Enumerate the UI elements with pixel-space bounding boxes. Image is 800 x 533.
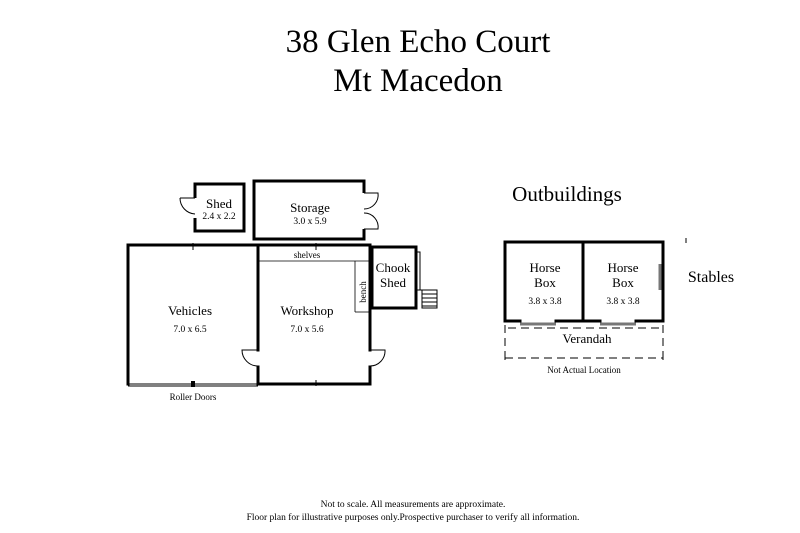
disclaimer-line1: Not to scale. All measurements are appro…	[321, 500, 506, 510]
chook-shed-label-line2: Shed	[380, 275, 407, 290]
horse-box-1-label-line1: Horse	[529, 260, 560, 275]
workshop-label: Workshop	[280, 303, 333, 318]
storage-label: Storage	[290, 200, 330, 215]
roller-doors-label: Roller Doors	[170, 392, 217, 402]
vehicles-dimensions: 7.0 x 6.5	[173, 325, 207, 335]
disclaimer-line2: Floor plan for illustrative purposes onl…	[247, 512, 580, 523]
vehicles-workshop-building: Vehicles 7.0 x 6.5 Workshop 7.0 x 5.6 sh…	[126, 243, 386, 402]
not-actual-location-label: Not Actual Location	[547, 365, 621, 375]
horse-box-2-label-line1: Horse	[607, 260, 638, 275]
shelves-label: shelves	[294, 250, 321, 260]
stables-label: Stables	[688, 269, 734, 286]
horse-box-1-dimensions: 3.8 x 3.8	[528, 297, 562, 307]
chook-shed-label-line1: Chook	[376, 260, 411, 275]
bench-label: bench	[358, 281, 368, 303]
vehicles-label: Vehicles	[168, 303, 212, 318]
storage-dimensions: 3.0 x 5.9	[293, 217, 327, 227]
horse-box-1-label-line2: Box	[534, 275, 556, 290]
verandah-label: Verandah	[562, 331, 612, 346]
shed-dimensions: 2.4 x 2.2	[202, 212, 236, 222]
horse-box-2-dimensions: 3.8 x 3.8	[606, 297, 640, 307]
stables-building: Horse Box 3.8 x 3.8 Horse Box 3.8 x 3.8 …	[503, 238, 734, 375]
horse-box-2-label-line2: Box	[612, 275, 634, 290]
outbuildings-heading: Outbuildings	[512, 182, 622, 206]
page-title-suburb: Mt Macedon	[333, 63, 503, 99]
shed-label: Shed	[206, 196, 233, 211]
chook-shed-room: Chook Shed	[370, 245, 438, 310]
shed-room: Shed 2.4 x 2.2	[179, 182, 246, 233]
page-title-address: 38 Glen Echo Court	[286, 24, 551, 60]
storage-room: Storage 3.0 x 5.9	[252, 179, 379, 241]
workshop-dimensions: 7.0 x 5.6	[290, 325, 324, 335]
